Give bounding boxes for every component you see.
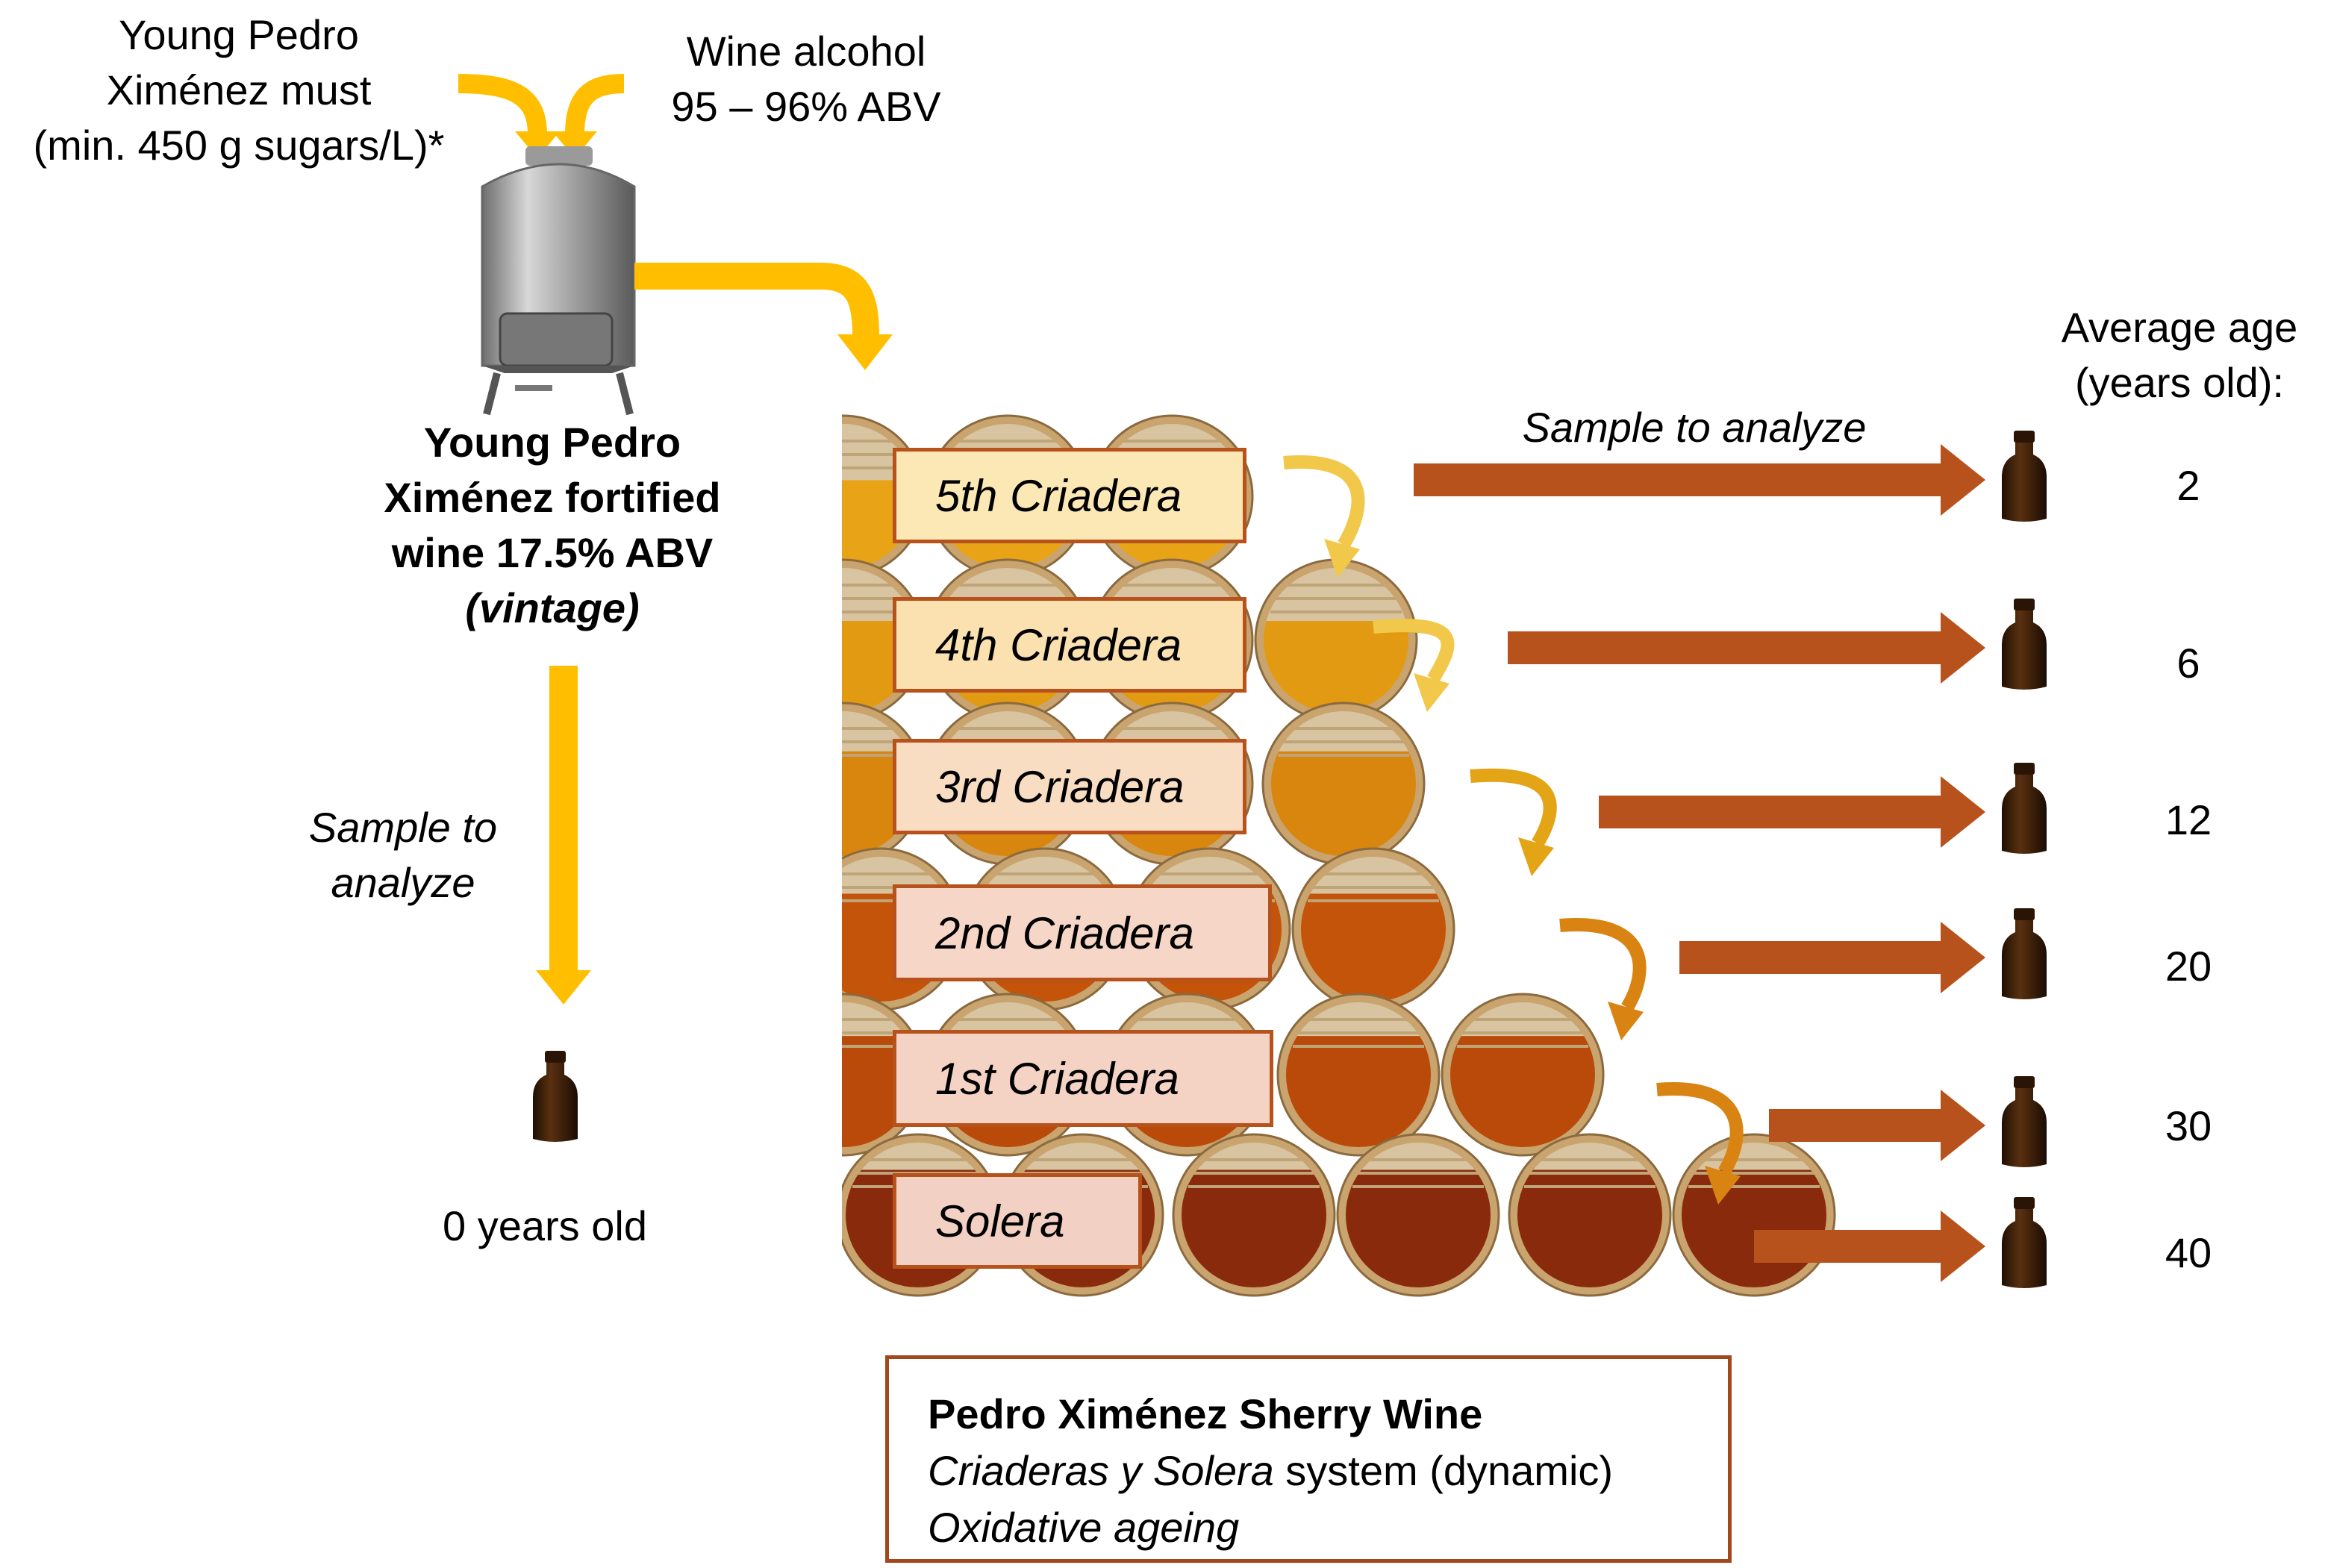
zero-years-label: 0 years old xyxy=(443,1202,647,1249)
barrel xyxy=(1172,1133,1336,1297)
fortified-wine-label: Young Pedro Ximénez fortified wine 17.5%… xyxy=(384,419,721,631)
average-age-value: 40 xyxy=(2165,1229,2212,1276)
transfer-arrow xyxy=(1283,455,1365,578)
average-age-value: 6 xyxy=(2176,640,2200,687)
sample-bottles xyxy=(533,431,2047,1288)
barrel xyxy=(1508,1133,1672,1297)
summary-title: Pedro Ximénez Sherry Wine xyxy=(928,1390,1483,1437)
average-age-value: 30 xyxy=(2165,1102,2212,1149)
summary-system: Criaderas y Solera system (dynamic) xyxy=(928,1447,1614,1494)
transfer-arrow xyxy=(1470,768,1557,876)
bottle-icon xyxy=(2002,599,2047,690)
steel-tank-icon xyxy=(481,146,636,416)
level-label: 3rd Criadera xyxy=(893,739,1246,834)
output-arrow xyxy=(1599,776,1985,848)
bottle-icon xyxy=(533,1051,578,1142)
bottle-icon xyxy=(2002,431,2047,522)
summary-ageing: Oxidative ageing xyxy=(928,1504,1240,1551)
barrel xyxy=(1336,1133,1500,1297)
transfer-arrows xyxy=(1283,455,1744,1205)
level-label: 1st Criadera xyxy=(893,1030,1273,1127)
level-label: 5th Criadera xyxy=(893,448,1246,543)
alcohol-inflow-arrow xyxy=(552,74,625,158)
tank-to-stack-arrow xyxy=(634,263,893,370)
level-label: 2nd Criadera xyxy=(893,884,1272,981)
barrel xyxy=(1441,993,1605,1157)
output-arrow xyxy=(1679,922,1985,993)
barrel xyxy=(1254,558,1418,722)
average-age-value: 2 xyxy=(2176,462,2200,509)
left-sample-label: Sample to analyze xyxy=(308,804,498,906)
alcohol-label: Wine alcohol 95 – 96% ABV xyxy=(671,28,941,130)
output-arrow xyxy=(1754,1211,1985,1282)
bottle-icon xyxy=(2002,763,2047,854)
average-age-header: Average age (years old): xyxy=(2061,304,2298,406)
barrel xyxy=(1276,993,1441,1157)
average-age-value: 20 xyxy=(2165,943,2212,990)
bottle-icon xyxy=(2002,908,2047,999)
barrel xyxy=(1291,847,1455,1011)
transfer-arrow xyxy=(1559,918,1647,1040)
sample-down-arrow xyxy=(536,666,591,1005)
must-label: Young Pedro Ximénez must (min. 450 g sug… xyxy=(33,11,445,169)
top-sample-label: Sample to analyze xyxy=(1522,404,1867,451)
transfer-arrow xyxy=(1373,619,1455,712)
bottle-icon xyxy=(2002,1076,2047,1167)
level-label: 4th Criadera xyxy=(893,597,1246,693)
must-inflow-arrow xyxy=(458,74,560,158)
bottle-icon xyxy=(2002,1197,2047,1288)
output-arrows xyxy=(1414,444,1985,1282)
level-label: Solera xyxy=(893,1173,1142,1269)
transfer-arrow xyxy=(1656,1082,1744,1205)
output-arrow xyxy=(1508,612,1985,684)
output-arrow xyxy=(1769,1090,1985,1161)
summary-box: Pedro Ximénez Sherry Wine Criaderas y So… xyxy=(885,1355,1732,1563)
output-arrow xyxy=(1414,444,1985,516)
average-age-value: 12 xyxy=(2165,796,2212,843)
